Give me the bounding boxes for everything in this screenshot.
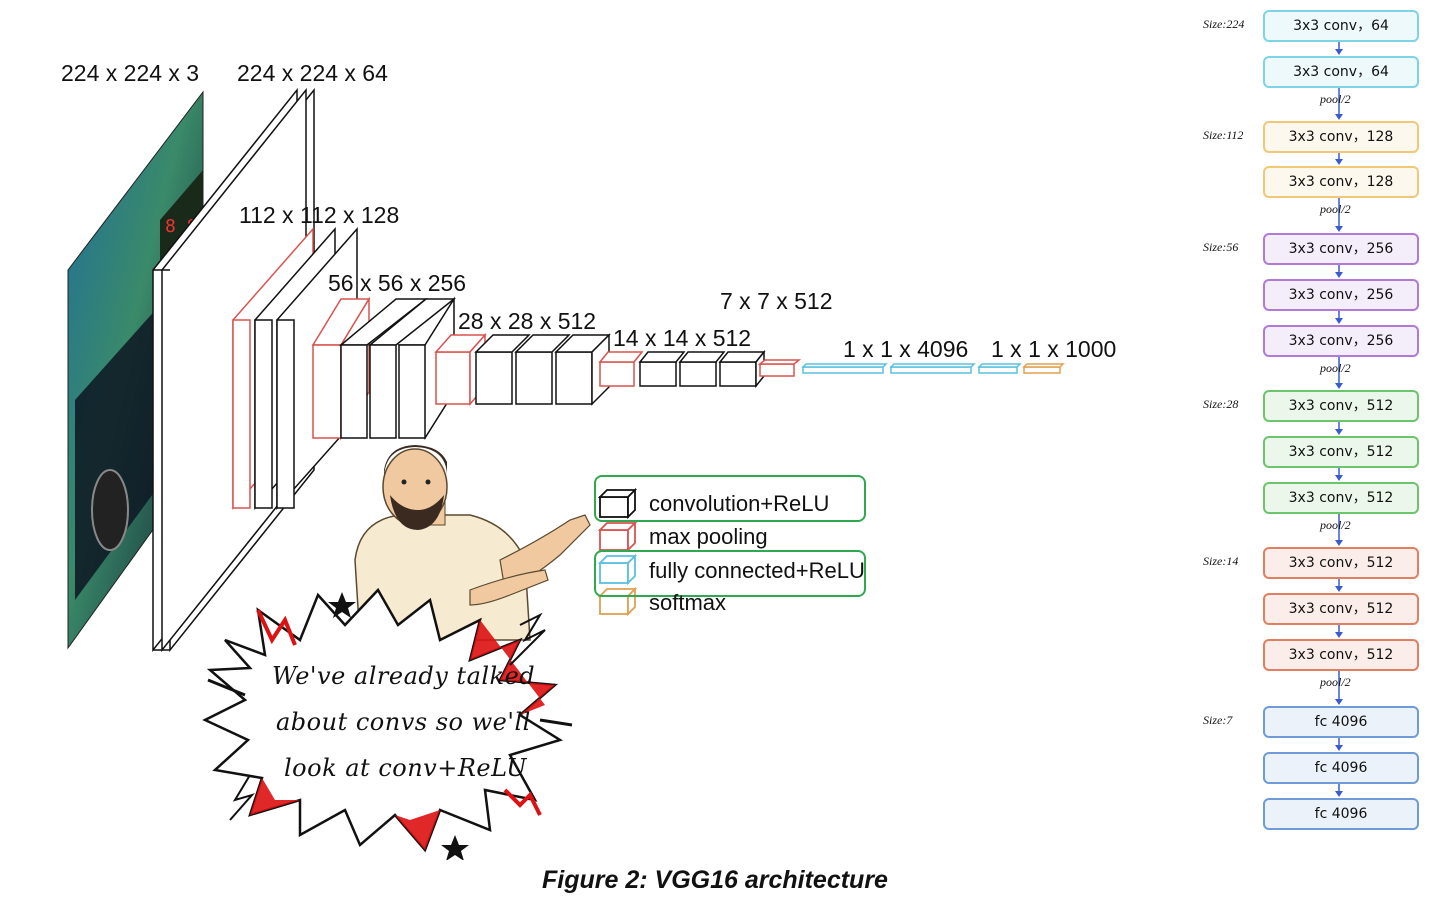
flowchart-arrowhead [1335, 49, 1343, 55]
dim-label-input: 224 x 224 x 3 [61, 60, 200, 86]
flowchart-box: 3x3 conv，512 [1263, 547, 1419, 579]
flowchart-arrowhead [1335, 791, 1343, 797]
flowchart-box: fc 4096 [1263, 706, 1419, 738]
pool-label: pool/2 [1320, 361, 1351, 375]
speech-bubble [202, 587, 573, 860]
flowchart-box: 3x3 conv，512 [1263, 436, 1419, 468]
pool5-block [757, 359, 802, 377]
flowchart-box: 3x3 conv，256 [1263, 325, 1419, 357]
flowchart-box: 3x3 conv，64 [1263, 10, 1419, 42]
legend-label-conv: convolution+ReLU [649, 491, 830, 516]
flowchart-arrowhead [1335, 272, 1343, 278]
conv4-block [434, 333, 611, 406]
dim-label-conv1: 224 x 224 x 64 [237, 60, 388, 86]
flowchart-box: 3x3 conv，128 [1263, 121, 1419, 153]
dim-label-conv5: 14 x 14 x 512 [613, 325, 752, 351]
size-label: Size:7 [1203, 713, 1233, 727]
flowchart-arrowhead [1335, 318, 1343, 324]
flowchart-box: 3x3 conv，512 [1263, 593, 1419, 625]
flowchart-box: 3x3 conv，128 [1263, 166, 1419, 198]
pool-label: pool/2 [1320, 675, 1351, 689]
bubble-line-3: look at conv+ReLU [284, 754, 527, 782]
legend-label-fc: fully connected+ReLU [649, 558, 865, 583]
legend-cubes [597, 487, 638, 617]
size-label: Size:14 [1203, 554, 1239, 568]
flowchart-arrowhead [1335, 745, 1343, 751]
flowchart-arrowhead [1335, 226, 1343, 232]
legend-cube-fc [597, 553, 638, 586]
dim-label-conv2: 112 x 112 x 128 [239, 202, 400, 228]
size-label: Size:28 [1203, 397, 1239, 411]
flowchart-box: 3x3 conv，256 [1263, 279, 1419, 311]
bubble-line-2: about convs so we'll [276, 708, 531, 736]
flowchart-arrowhead [1335, 159, 1343, 165]
flowchart-box: fc 4096 [1263, 798, 1419, 830]
dim-label-fc: 1 x 1 x 4096 [843, 336, 969, 362]
legend-highlight-conv [594, 475, 866, 522]
flowchart-box: 3x3 conv，512 [1263, 390, 1419, 422]
dim-label-pool5: 7 x 7 x 512 [720, 288, 833, 314]
pool-label: pool/2 [1320, 92, 1351, 106]
flowchart-box: 3x3 conv，64 [1263, 56, 1419, 88]
flowchart-box: 3x3 conv，512 [1263, 482, 1419, 514]
dim-label-conv3: 56 x 56 x 256 [328, 270, 467, 296]
pool-label: pool/2 [1320, 202, 1351, 216]
dim-label-softmax: 1 x 1 x 1000 [991, 336, 1117, 362]
flowchart-box: 3x3 conv，256 [1263, 233, 1419, 265]
flowchart-arrowhead [1335, 114, 1343, 120]
legend-cube-conv [597, 487, 638, 520]
fc-layers [801, 363, 1065, 374]
size-label: Size:224 [1203, 17, 1245, 31]
pool-label: pool/2 [1320, 518, 1351, 532]
legend-highlight-fc [594, 550, 866, 597]
bubble-line-1: We've already talked [272, 662, 536, 690]
vgg16-block-diagram: 8 8 8 [67, 87, 1065, 860]
flowchart-arrowhead [1335, 586, 1343, 592]
legend-label-pool: max pooling [649, 524, 768, 549]
conv5-block [598, 349, 766, 389]
flowchart-arrowhead [1335, 383, 1343, 389]
flowchart-box: fc 4096 [1263, 752, 1419, 784]
size-label: Size:56 [1203, 240, 1239, 254]
flowchart-arrowhead [1335, 540, 1343, 546]
legend-label-softmax: softmax [649, 590, 727, 615]
conv3-block [311, 296, 457, 441]
legend-cube-pool [597, 520, 638, 553]
flowchart-arrowhead [1335, 632, 1343, 638]
dim-label-conv4: 28 x 28 x 512 [458, 308, 597, 334]
presenter-illustration [354, 445, 591, 641]
flowchart-arrowhead [1335, 699, 1343, 705]
flowchart-arrowhead [1335, 429, 1343, 435]
figure-caption: Figure 2: VGG16 architecture [542, 866, 888, 894]
flowchart-box: 3x3 conv，512 [1263, 639, 1419, 671]
flowchart-arrowhead [1335, 475, 1343, 481]
size-label: Size:112 [1203, 128, 1244, 142]
